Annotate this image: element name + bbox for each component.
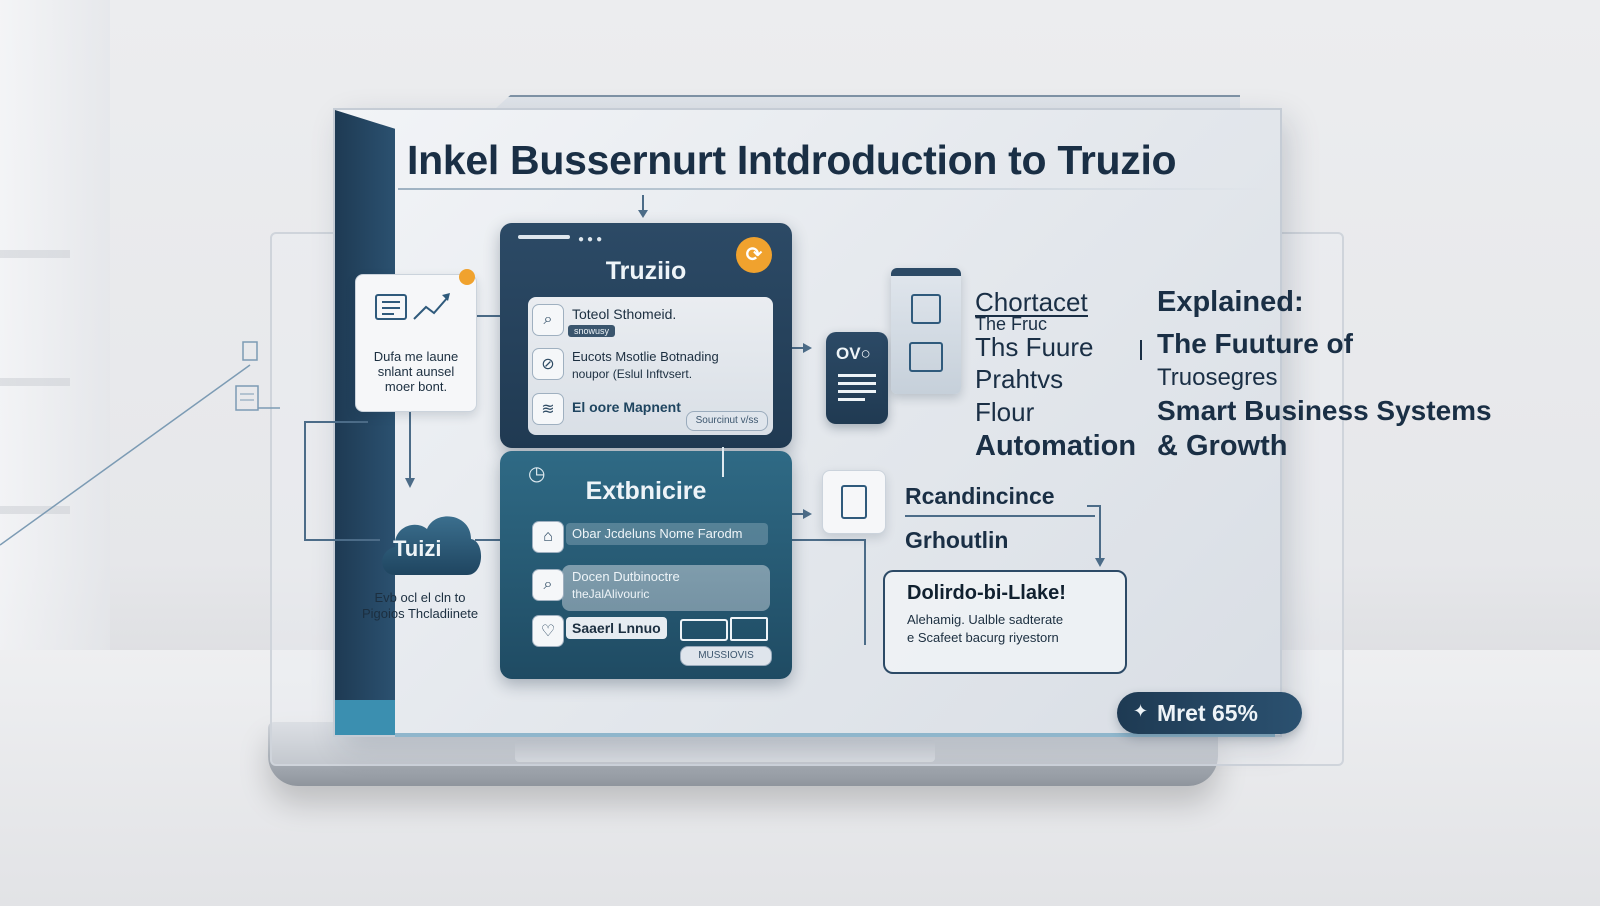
chart-icon <box>911 294 941 324</box>
heading-line: Automation <box>975 430 1137 462</box>
left-card-line: snlant aunsel <box>377 364 455 379</box>
item-underline <box>905 515 1095 517</box>
row-subtext: snowusy <box>568 325 616 337</box>
row-text: Obar Jcdeluns Nome Farodm <box>566 523 768 545</box>
door-icon[interactable]: ⌂ <box>532 521 564 553</box>
document-card[interactable]: OV○ <box>826 332 888 424</box>
left-card-text: Dufa me laune snlant aunsel moer bont. <box>356 349 476 394</box>
row-text: Saaerl Lnnuo <box>566 617 667 639</box>
heading-column-2: Explained: The Fuuture of Truosegres Sma… <box>1157 285 1492 461</box>
heading-line: The Fruc <box>975 317 1048 331</box>
row-text: Eucots Msotlie Botnading <box>572 349 719 364</box>
building-icon <box>909 342 943 372</box>
screen-side-accent <box>335 700 395 735</box>
row-text: El oore Mapnent <box>572 399 681 415</box>
note-card[interactable]: Dolirdo-bi-Llake! Alehamig. Ualble sadte… <box>883 570 1127 674</box>
keyboard-icon <box>680 619 728 641</box>
layers-icon[interactable]: ≋ <box>532 393 564 425</box>
heading-line: Ths Fuure <box>975 332 1094 362</box>
heading-line: Flour <box>975 397 1035 427</box>
card-header-bar <box>518 235 570 239</box>
extbnicire-card-panel <box>562 565 770 611</box>
progress-badge[interactable]: ✦ Mret 65% <box>1117 692 1302 734</box>
card-pill[interactable]: MUSSIOVIS <box>680 646 772 666</box>
left-card-line: Dufa me laune <box>373 349 459 364</box>
row-text: Toteol Sthomeid. <box>572 306 677 322</box>
note-card-title: Dolirdo-bi-Llake! <box>907 582 1066 604</box>
floating-connector <box>0 341 280 546</box>
heading-line: Smart Business Systems <box>1157 395 1492 426</box>
document-chart-icon <box>375 293 450 320</box>
dashboard-card[interactable] <box>891 268 961 394</box>
card-connector-dot <box>722 447 724 477</box>
list-icon <box>838 374 876 401</box>
heading-explained: Explained: <box>1157 286 1304 318</box>
cloud-caption: Evb ocl el cln to Pigoios Thcladiinete <box>345 590 495 622</box>
progress-badge-label: Mret 65% <box>1157 700 1258 726</box>
card-pill[interactable]: Sourcinut v/ss <box>686 411 768 431</box>
heading-column-1: Chortacet The Fruc Ths Fuure Prahtvs Flo… <box>975 287 1136 463</box>
card-header-dots: ●●● <box>578 234 606 245</box>
search-icon[interactable]: ⌕ <box>532 569 564 601</box>
timer-icon: ◷ <box>528 463 546 485</box>
note-card-line: e Scafeet bacurg riyestorn <box>907 630 1059 645</box>
row-subtext: theJalAlivouric <box>572 587 650 601</box>
cloud-caption-line: Evb ocl el cln to <box>374 590 466 605</box>
left-info-card[interactable]: Dufa me laune snlant aunsel moer bont. <box>355 269 477 412</box>
truziio-card[interactable]: ●●● ⟳ Truziio ⌕ Toteol Sthomeid. snowusy… <box>500 223 792 448</box>
item-grhoutlin[interactable]: Grhoutlin <box>905 527 1009 553</box>
row-subtext: noupor (Eslul Inftvsert. <box>572 367 693 381</box>
heading-divider <box>1140 340 1142 360</box>
dial-icon: OV○ <box>836 344 871 363</box>
title-underline <box>398 188 1268 190</box>
search-icon[interactable]: ⌕ <box>532 304 564 336</box>
cloud-caption-line: Pigoios Thcladiinete <box>361 606 479 621</box>
note-card-line: Alehamig. Ualble sadterate <box>907 612 1064 627</box>
sparkle-icon: ✦ <box>1133 701 1149 721</box>
screen-bottom-edge <box>395 733 1275 737</box>
sync-badge-icon[interactable]: ⟳ <box>736 237 772 273</box>
cloud-icon <box>382 516 482 575</box>
heading-line: Chortacet <box>975 287 1088 317</box>
heading-line: Prahtvs <box>975 364 1064 394</box>
edit-document-icon <box>841 485 867 519</box>
heading-line: Truosegres <box>1157 364 1278 391</box>
notification-dot <box>459 269 475 285</box>
truziio-card-title: Truziio <box>605 257 687 285</box>
heart-icon[interactable]: ♡ <box>532 615 564 647</box>
edit-document-card[interactable] <box>822 470 886 534</box>
laptop-trackpad <box>515 740 935 762</box>
extbnicire-card-title: Extbnicire <box>585 477 707 505</box>
heading-line: The Fuuture of <box>1157 328 1353 359</box>
left-card-line: moer bont. <box>384 379 448 394</box>
cloud-label: Tuizi <box>393 536 442 561</box>
block-icon[interactable]: ⊘ <box>532 348 564 380</box>
page-title: Inkel Bussernurt Intdroduction to Truzio <box>407 137 1177 183</box>
extbnicire-card[interactable]: ◷ Extbnicire ⌂ Obar Jcdeluns Nome Farodm… <box>500 447 792 679</box>
row-text: Docen Dutbinoctre <box>572 569 680 584</box>
heading-line: & Growth <box>1157 430 1288 462</box>
item-rcandincince[interactable]: Rcandincince <box>905 483 1055 509</box>
background-window-bars <box>0 130 70 630</box>
window-icon <box>730 617 768 641</box>
